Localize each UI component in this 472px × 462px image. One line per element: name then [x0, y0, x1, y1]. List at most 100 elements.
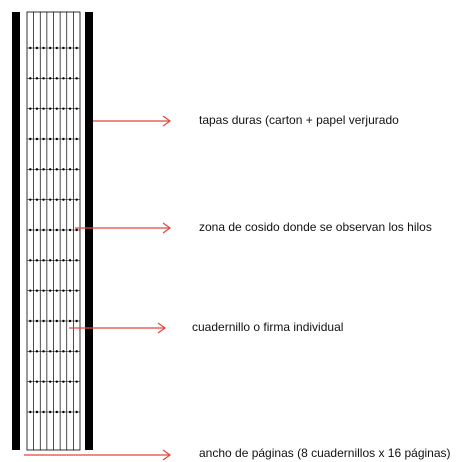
stitch-dot: [62, 410, 65, 414]
stitch-dot: [42, 228, 45, 232]
stitch-dot: [48, 77, 52, 80]
stitch-dot: [29, 107, 32, 110]
stitch-dot: [68, 198, 72, 201]
stitch-dot: [48, 228, 52, 232]
stitch-dot: [62, 46, 65, 50]
stitch-dot: [75, 410, 78, 414]
stitch-dot: [29, 198, 32, 201]
stitch-dot: [55, 259, 59, 262]
stitch-dot: [75, 107, 78, 110]
stitch-dot: [62, 77, 65, 80]
stitch-dot: [29, 168, 32, 171]
stitch-dot: [62, 289, 65, 292]
stitch-dot: [68, 350, 72, 353]
stitch-dot: [42, 77, 45, 80]
stitch-dot: [68, 46, 72, 50]
stitch-dot: [29, 259, 32, 262]
stitch-dot: [75, 259, 78, 262]
stitch-dot: [68, 107, 72, 110]
cover-left: [12, 12, 20, 450]
stitch-dot: [29, 350, 32, 353]
stitch-dot: [62, 168, 65, 171]
stitch-dot: [35, 380, 39, 383]
stitch-dot: [68, 137, 72, 141]
stitch-dot: [35, 319, 39, 323]
stitch-dot: [68, 289, 72, 292]
stitch-dots: [27, 46, 80, 414]
stitch-dot: [42, 380, 45, 383]
stitch-dot: [35, 228, 39, 232]
arrow-ancho: [24, 449, 172, 461]
stitch-dot: [48, 380, 52, 383]
stitch-dot: [29, 77, 32, 80]
stitch-dot: [42, 46, 45, 50]
stitch-dot: [29, 410, 32, 414]
stitch-dot: [42, 168, 45, 171]
stitch-dot: [29, 289, 32, 292]
stitch-dot: [35, 137, 39, 141]
stitch-dot: [62, 198, 65, 201]
stitch-dot: [62, 228, 65, 232]
stitch-dot: [48, 107, 52, 110]
stitch-dot: [68, 380, 72, 383]
stitch-dot: [42, 350, 45, 353]
arrow-tapas: [93, 115, 172, 127]
stitch-dot: [35, 77, 39, 80]
stitch-dot: [68, 168, 72, 171]
stitch-dot: [55, 107, 59, 110]
stitch-dot: [35, 107, 39, 110]
stitch-dot: [35, 410, 39, 414]
stitch-dot: [62, 107, 65, 110]
stitch-dot: [35, 198, 39, 201]
stitch-dot: [29, 380, 32, 383]
arrow-cosido: [75, 222, 172, 234]
stitch-dot: [62, 137, 65, 141]
stitch-dot: [35, 259, 39, 262]
arrow-cuadernillo: [69, 322, 167, 334]
stitch-dot: [55, 350, 59, 353]
stitch-dot: [48, 46, 52, 50]
stitch-dot: [55, 319, 59, 323]
stitch-dot: [48, 350, 52, 353]
stitch-dot: [42, 198, 45, 201]
stitch-dot: [68, 228, 72, 232]
stitch-dot: [35, 350, 39, 353]
stitch-dot: [48, 198, 52, 201]
stitch-dot: [35, 46, 39, 50]
stitch-dot: [62, 350, 65, 353]
label-ancho-paginas: ancho de páginas (8 cuadernillos x 16 pá…: [199, 446, 451, 460]
stitch-dot: [48, 289, 52, 292]
stitch-dot: [48, 168, 52, 171]
stitch-dot: [75, 380, 78, 383]
stitch-dot: [75, 228, 78, 232]
cover-right: [85, 12, 93, 450]
stitch-dot: [68, 319, 72, 323]
stitch-dot: [75, 168, 78, 171]
stitch-dot: [29, 46, 32, 50]
stitch-dot: [68, 410, 72, 414]
signatures-block: [26, 11, 81, 451]
stitch-dot: [68, 259, 72, 262]
stitch-dot: [55, 77, 59, 80]
stitch-dot: [55, 198, 59, 201]
stitch-dot: [55, 168, 59, 171]
stitch-dot: [48, 410, 52, 414]
stitch-dot: [55, 380, 59, 383]
stitch-dot: [42, 259, 45, 262]
stitch-dot: [48, 259, 52, 262]
stitch-dot: [42, 107, 45, 110]
label-tapas-duras: tapas duras (carton + papel verjurado: [199, 113, 399, 127]
stitch-dot: [42, 319, 45, 323]
stitch-dot: [42, 137, 45, 141]
stitch-dot: [75, 350, 78, 353]
stitch-dot: [75, 319, 78, 323]
stitch-dot: [48, 319, 52, 323]
stitch-dot: [55, 46, 59, 50]
stitch-dot: [55, 289, 59, 292]
stitch-dot: [29, 137, 32, 141]
stitch-dot: [75, 198, 78, 201]
stitch-dot: [29, 228, 32, 232]
stitch-dot: [29, 319, 32, 323]
stitch-dot: [75, 137, 78, 141]
